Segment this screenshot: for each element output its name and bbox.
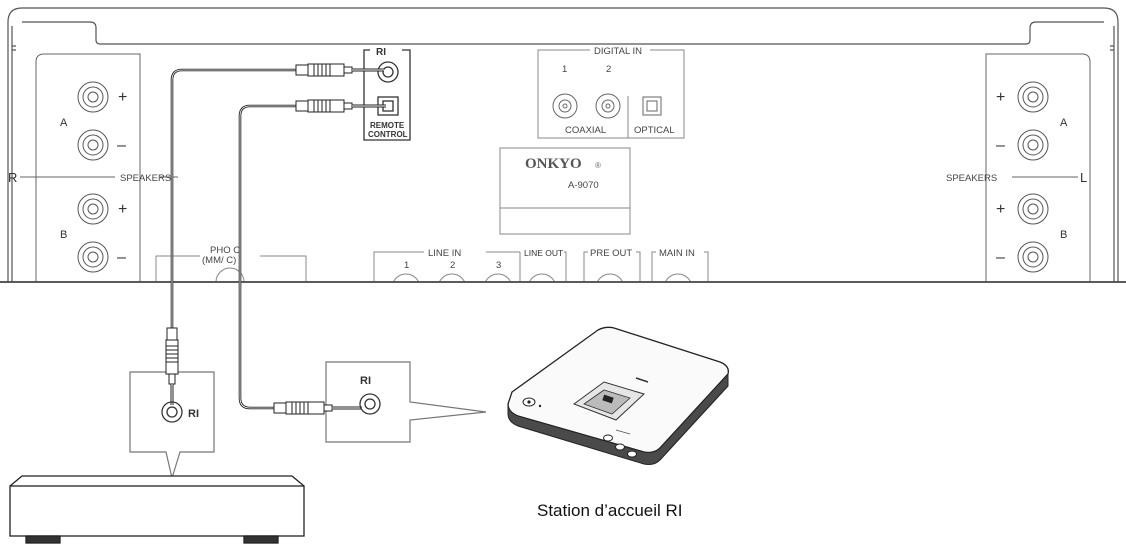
line-in-2-label: 2 <box>450 260 455 271</box>
dock-caption: Station d’accueil RI <box>537 501 683 520</box>
device-ri-jack[interactable] <box>161 401 183 423</box>
coaxial-jack-1[interactable] <box>552 93 578 119</box>
dock-callout-bubble <box>325 361 487 443</box>
ri-dock-station <box>507 326 729 465</box>
brand-logo: ONKYO <box>525 156 582 172</box>
dock-ri-label: RI <box>360 375 371 387</box>
line-in-3-label: 3 <box>496 260 501 271</box>
digital-in-2-label: 2 <box>606 64 611 75</box>
coaxial-label: COAXIAL <box>565 125 606 136</box>
speaker-terminal-left-b-plus <box>77 193 109 225</box>
speaker-b-label-right: B <box>1060 229 1067 241</box>
digital-in-label: DIGITAL IN <box>594 46 642 57</box>
speaker-terminal-right-a-minus <box>1017 129 1049 161</box>
speaker-terminal-left-a-plus <box>77 81 109 113</box>
external-device <box>9 475 305 544</box>
speaker-a-label-left: A <box>60 117 68 129</box>
device-callout-bubble <box>129 371 215 481</box>
plus-sign-right-a: + <box>996 89 1005 106</box>
ri-plug-dock <box>273 401 362 415</box>
channel-r-label: R <box>8 170 17 185</box>
digital-in-1-label: 1 <box>562 64 567 75</box>
minus-sign-right-b: – <box>996 249 1005 266</box>
ri-plug-panel-1 <box>295 63 384 77</box>
line-in-label: LINE IN <box>428 248 461 259</box>
plus-sign-right-b: + <box>996 201 1005 218</box>
phono-label-line1: PHO O <box>210 245 241 256</box>
minus-sign-right-a: – <box>996 137 1005 154</box>
plus-sign-left-a: + <box>118 89 127 106</box>
ri-cable-2 <box>238 104 300 410</box>
speaker-a-label-right: A <box>1060 117 1068 129</box>
model-number: A-9070 <box>568 180 599 191</box>
speaker-b-label-left: B <box>60 229 67 241</box>
amplifier-rear-panel <box>0 7 1126 283</box>
model-plate <box>499 147 631 235</box>
coaxial-jack-2[interactable] <box>595 93 621 119</box>
optical-label: OPTICAL <box>634 125 675 136</box>
speaker-terminal-left-a-minus <box>77 129 109 161</box>
main-in-label: MAIN IN <box>659 248 695 259</box>
remote-label-line1: REMOTE <box>370 121 405 130</box>
line-io-frames <box>373 251 709 282</box>
minus-sign-left-b: – <box>117 249 126 266</box>
speaker-terminal-right-b-plus <box>1017 193 1049 225</box>
line-out-label: LINE OUT <box>524 248 563 258</box>
digital-in-frame <box>537 49 685 139</box>
device-ri-label: RI <box>188 408 199 420</box>
ri-remote-control-box <box>363 49 411 141</box>
minus-sign-left-a: – <box>117 137 126 154</box>
optical-jack[interactable] <box>642 96 662 116</box>
speakers-label-left: SPEAKERS <box>120 173 171 184</box>
remote-label-line2: CONTROL <box>368 130 408 139</box>
dock-ri-jack[interactable] <box>359 393 381 415</box>
left-speaker-terminals <box>20 53 178 282</box>
speakers-label-right: SPEAKERS <box>946 173 997 184</box>
ri-plug-device <box>165 327 179 405</box>
ri-jack-panel[interactable] <box>377 61 399 83</box>
channel-l-label: L <box>1080 170 1087 185</box>
registered-mark: ® <box>595 161 601 170</box>
line-in-1-label: 1 <box>404 260 409 271</box>
ri-plug-panel-2 <box>295 99 386 113</box>
ri-box-label: RI <box>376 47 386 58</box>
phono-label-line2: (MM/ C) <box>202 255 236 266</box>
speaker-terminal-left-b-minus <box>77 241 109 273</box>
speaker-terminal-right-a-plus <box>1017 81 1049 113</box>
plus-sign-left-b: + <box>118 201 127 218</box>
pre-out-label: PRE OUT <box>590 248 632 259</box>
right-speaker-terminals <box>985 53 1091 282</box>
speaker-terminal-right-b-minus <box>1017 241 1049 273</box>
